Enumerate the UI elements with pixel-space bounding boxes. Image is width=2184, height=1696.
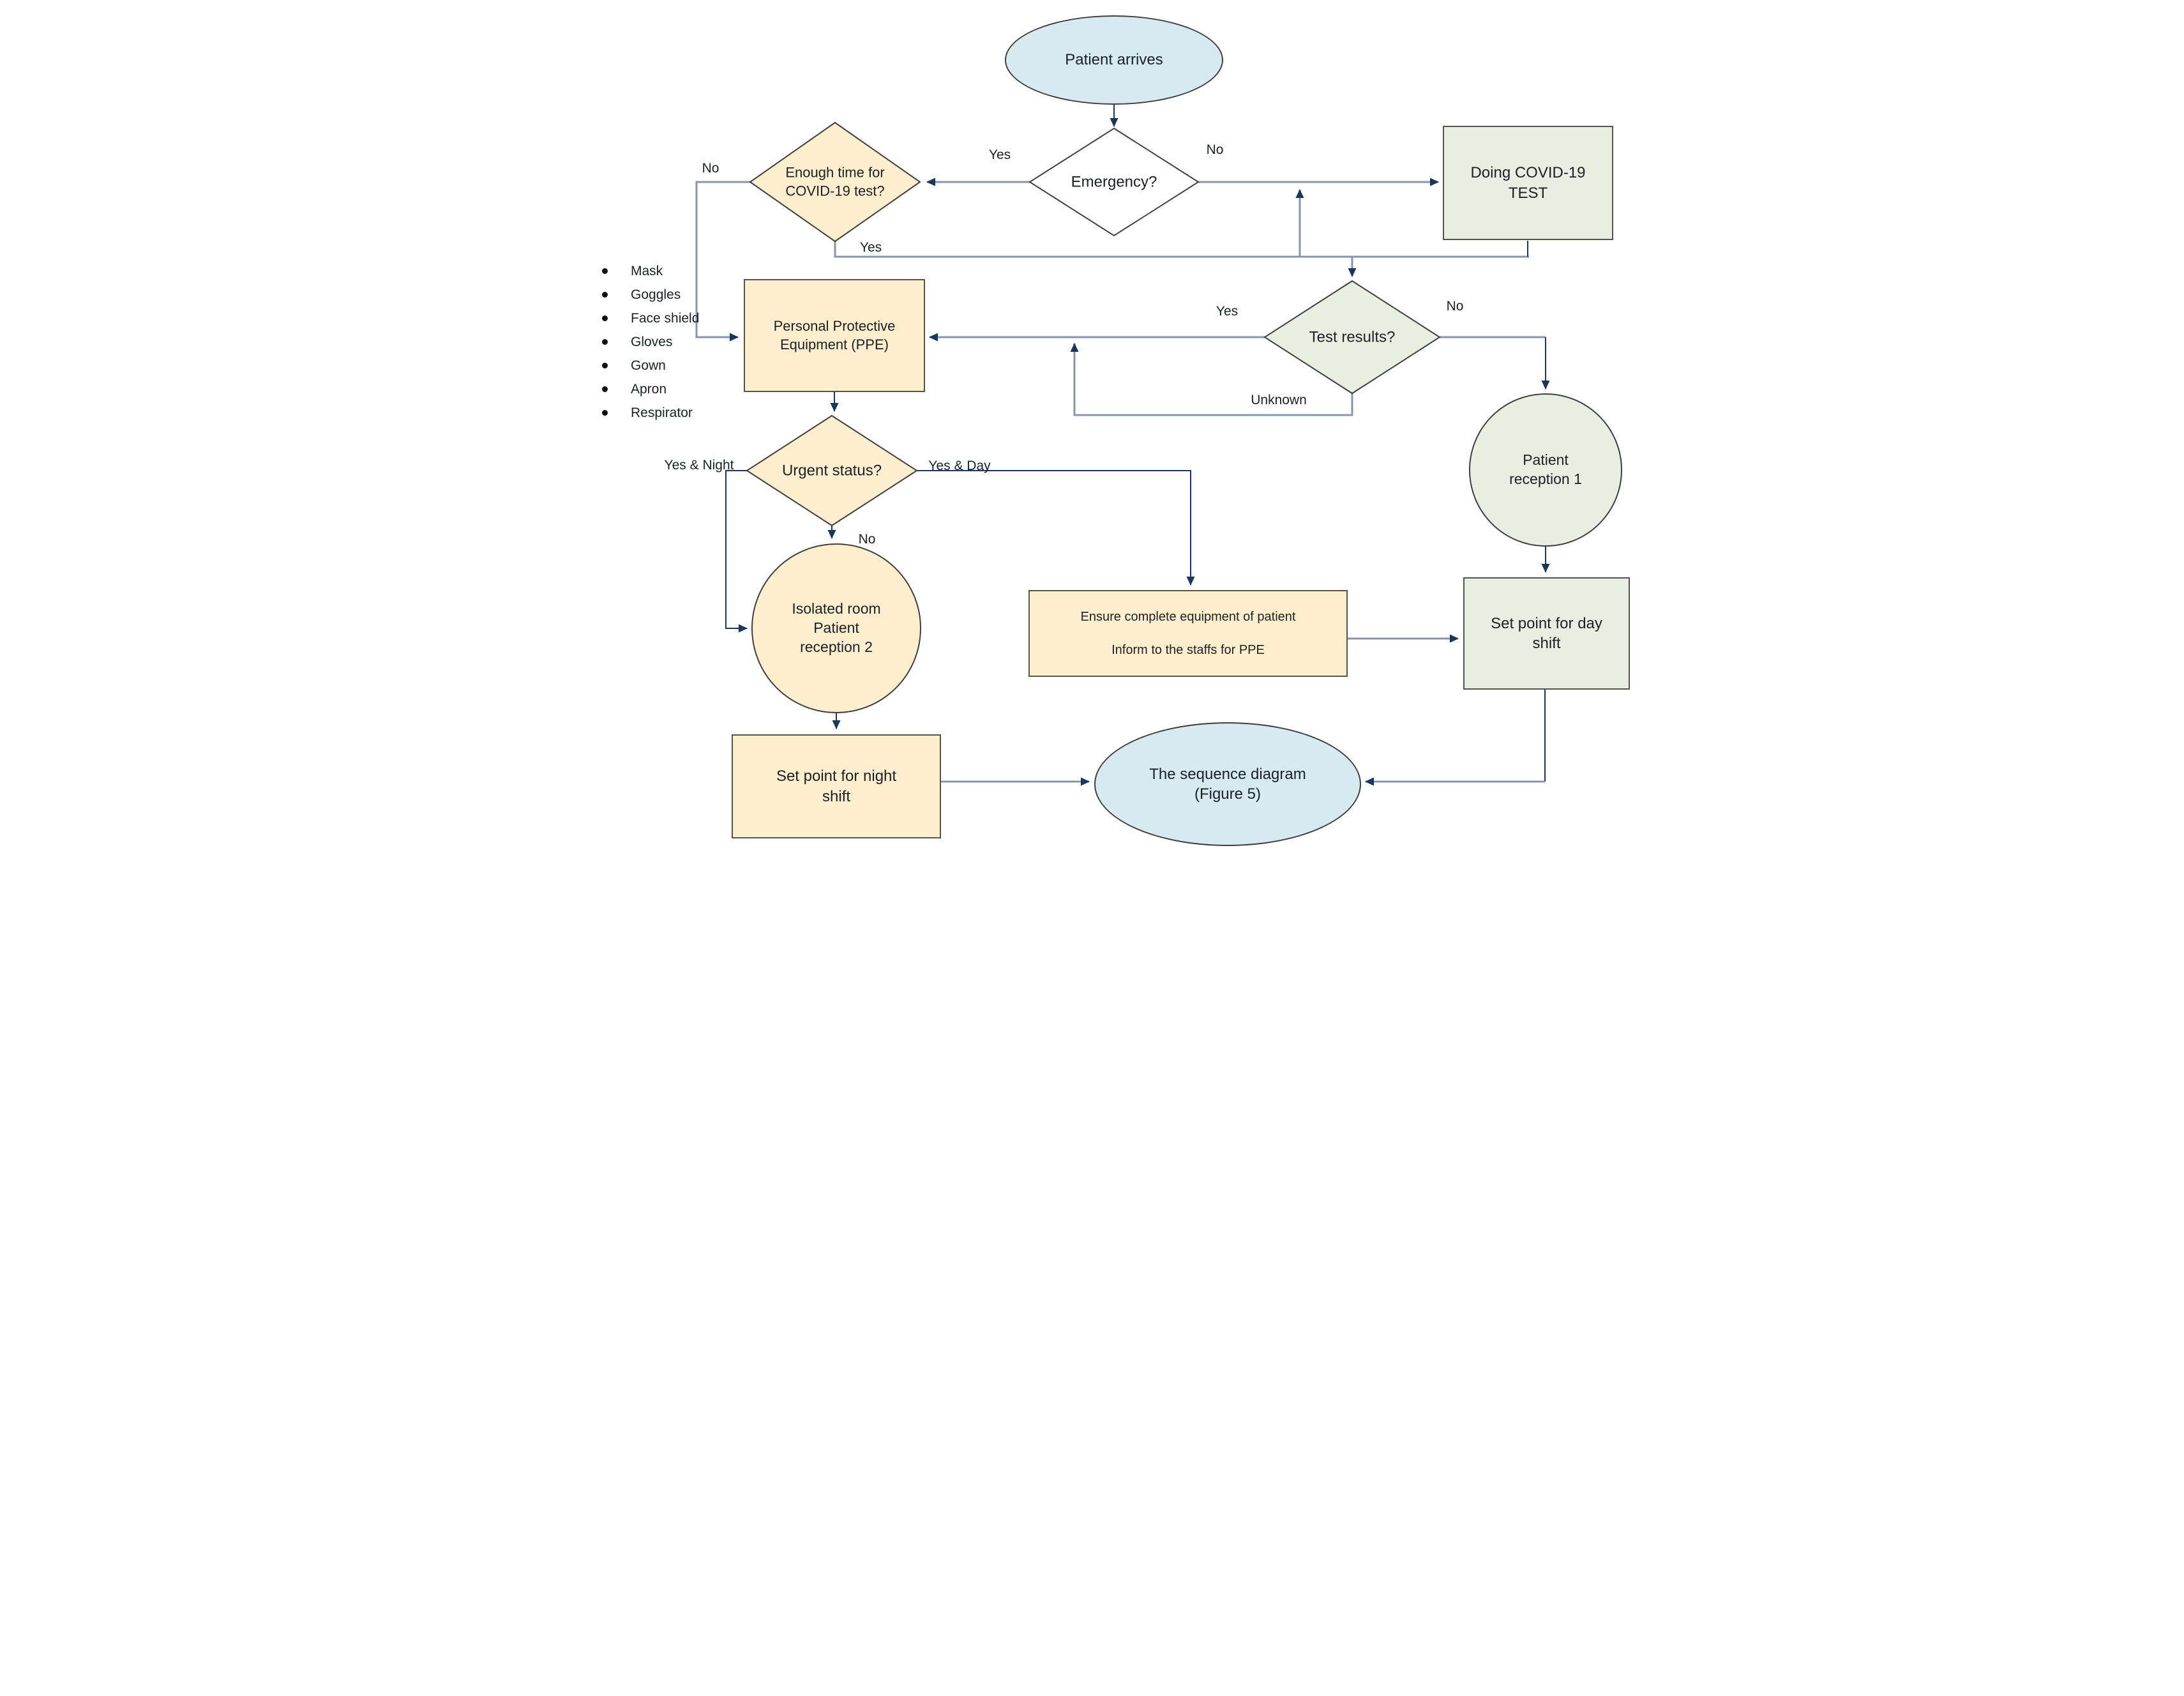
label-test-no: No [1446,299,1464,314]
decision-urgent-status [746,414,918,527]
bullet-icon [602,339,608,345]
node-set-point-night: Set point for night shift [732,734,941,838]
list-item: Gloves [602,330,699,354]
node-ppe: Personal Protective Equipment (PPE) [744,279,925,392]
list-item: Gown [602,354,699,377]
connector-layer [695,105,1550,786]
node-patient-reception-1: Patient reception 1 [1469,393,1622,547]
node-doing-covid-test: Doing COVID-19 TEST [1443,126,1613,240]
label-emergency-yes: Yes [988,148,1011,162]
bullet-icon [602,363,608,368]
bullet-icon [602,268,608,274]
node-set-point-day: Set point for day shift [1463,577,1630,690]
list-item: Apron [602,377,699,401]
label-urgent-yes-night: Yes & Night [664,458,734,473]
node-isolated-room: Isolated room Patient reception 2 [751,543,921,713]
node-patient-arrives: Patient arrives [1005,15,1223,105]
ppe-checklist: Mask Goggles Face shield Gloves Gown Apr… [602,259,699,425]
decision-test-results-label: Test results? [1309,328,1396,346]
label-test-unknown: Unknown [1251,393,1307,407]
edge-enough-no-to-ppe [695,181,750,342]
edge-urgent-night-to-isolated [725,470,748,633]
label-enough-no: No [702,161,719,176]
label-urgent-no: No [858,532,876,547]
list-item: Mask [602,259,699,283]
flowchart-canvas: Patient arrives Emergency? Enough time f… [546,0,1638,848]
list-item: Face shield [602,307,699,330]
edge-urgent-day-to-ensure [917,470,1195,586]
bullet-icon [602,292,608,298]
decision-urgent-status-label: Urgent status? [781,462,882,480]
decision-emergency [1028,127,1200,237]
decision-test-results [1263,280,1441,395]
node-sequence-diagram: The sequence diagram (Figure 5) [1094,722,1361,846]
label-enough-yes: Yes [859,240,882,255]
label-emergency-no: No [1206,142,1224,157]
edge-enough-yes-bus [834,241,1529,258]
bullet-icon [602,386,608,392]
decision-emergency-label: Emergency? [1071,173,1157,191]
node-ensure-equipment: Ensure complete equipment of patient Inf… [1028,590,1348,677]
edge-test-unknown [1070,343,1353,416]
list-item: Goggles [602,283,699,307]
decision-enough-time [749,121,921,243]
list-item: Respirator [602,401,699,425]
decision-enough-time-label: Enough time for COVID-19 test? [785,164,885,199]
label-test-yes: Yes [1216,304,1239,319]
bullet-icon [602,315,608,321]
bullet-icon [602,410,608,416]
label-urgent-yes-day: Yes & Day [928,458,991,473]
